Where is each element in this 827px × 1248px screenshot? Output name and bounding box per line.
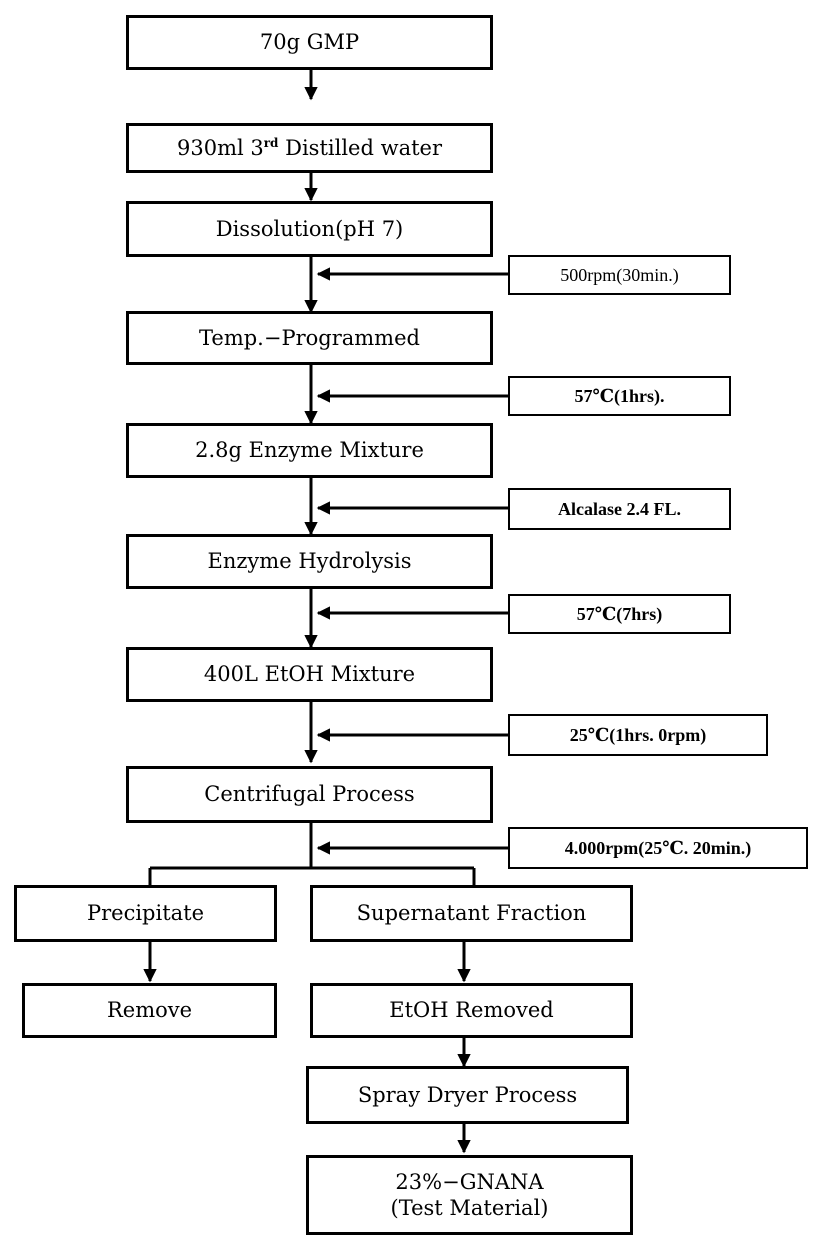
step-remove-label: Remove (106, 998, 193, 1023)
step-temp-programmed: Temp.−Programmed (126, 311, 493, 365)
step-etoh-mixture: 400L EtOH Mixture (126, 647, 493, 702)
step-enzyme-mixture-label: 2.8g Enzyme Mixture (195, 438, 424, 463)
condition-stirring-label: 500rpm(30min.) (560, 264, 679, 285)
condition-stirring: 500rpm(30min.) (508, 255, 731, 295)
condition-mixing: 25℃(1hrs. 0rpm) (508, 714, 768, 756)
condition-hydrolysis-label: 57℃(7hrs) (576, 603, 663, 624)
condition-centrifuge-label: 4.000rpm(25℃. 20min.) (564, 837, 752, 858)
step-gmp-label: 70g GMP (259, 30, 360, 55)
step-temp-programmed-label: Temp.−Programmed (199, 325, 420, 350)
condition-heating: 57℃(1hrs). (508, 376, 731, 416)
step-spray-dryer: Spray Dryer Process (306, 1066, 629, 1124)
step-remove: Remove (22, 983, 277, 1038)
step-centrifugal-process: Centrifugal Process (126, 766, 493, 823)
step-enzyme-mixture: 2.8g Enzyme Mixture (126, 423, 493, 478)
condition-mixing-label: 25℃(1hrs. 0rpm) (569, 724, 707, 745)
condition-hydrolysis: 57℃(7hrs) (508, 594, 731, 634)
step-centrifugal-process-label: Centrifugal Process (204, 782, 415, 807)
step-spray-dryer-label: Spray Dryer Process (357, 1082, 578, 1107)
step-enzyme-hydrolysis: Enzyme Hydrolysis (126, 534, 493, 589)
condition-heating-label: 57℃(1hrs). (574, 385, 665, 406)
step-etoh-removed-label: EtOH Removed (389, 998, 554, 1023)
step-gmp: 70g GMP (126, 15, 493, 70)
step-precipitate: Precipitate (14, 885, 277, 942)
step-precipitate-label: Precipitate (86, 901, 205, 926)
step-enzyme-hydrolysis-label: Enzyme Hydrolysis (207, 549, 412, 574)
step-supernatant-fraction: Supernatant Fraction (310, 885, 633, 942)
condition-enzyme-label: Alcalase 2.4 FL. (558, 498, 681, 519)
step-dissolution: Dissolution(pH 7) (126, 201, 493, 257)
final-product-line2: (Test Material) (390, 1196, 549, 1220)
step-etoh-mixture-label: 400L EtOH Mixture (203, 662, 416, 687)
step-distilled-water: 930ml 3rd Distilled water (126, 123, 493, 173)
step-supernatant-fraction-label: Supernatant Fraction (356, 901, 587, 926)
step-dissolution-label: Dissolution(pH 7) (215, 216, 404, 241)
step-final-product: 23%−GNANA (Test Material) (306, 1155, 633, 1235)
step-etoh-removed: EtOH Removed (310, 983, 633, 1038)
condition-centrifuge: 4.000rpm(25℃. 20min.) (508, 827, 808, 869)
condition-enzyme: Alcalase 2.4 FL. (508, 488, 731, 530)
final-product-line1: 23%−GNANA (395, 1169, 544, 1194)
step-distilled-water-label: 930ml 3rd Distilled water (176, 135, 442, 160)
